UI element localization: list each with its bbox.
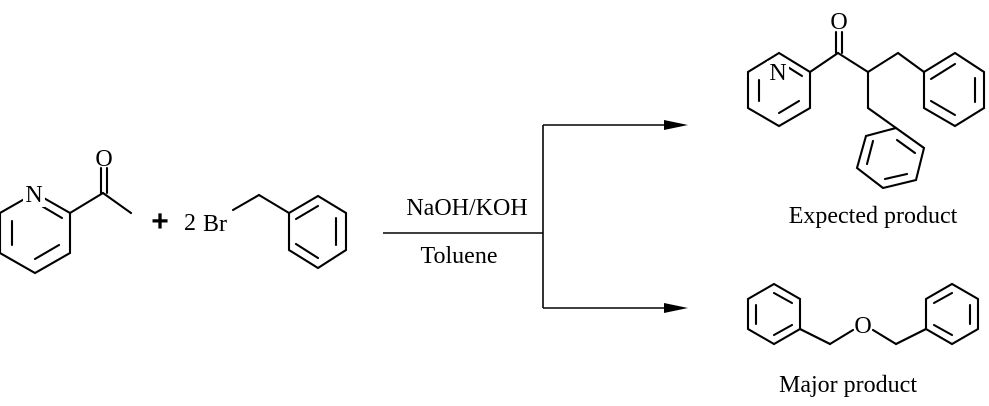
reactant-benzyl-bromide: Br bbox=[203, 193, 348, 270]
product-oxygen-label: O bbox=[830, 9, 847, 35]
reactant-2-acetylpyridine: N O bbox=[0, 146, 133, 275]
ether-oxygen-label: O bbox=[854, 313, 871, 339]
nitrogen-atom-label: N bbox=[25, 182, 42, 208]
oxygen-atom-label: O bbox=[95, 146, 112, 172]
solvent-condition: Toluene bbox=[421, 243, 498, 269]
plus-sign: + bbox=[151, 205, 169, 238]
bromine-atom-label: Br bbox=[203, 211, 227, 237]
product-nitrogen-label: N bbox=[769, 60, 786, 86]
expected-product-structure: N O bbox=[746, 9, 986, 190]
reaction-arrow bbox=[383, 120, 688, 313]
expected-product-label: Expected product bbox=[789, 203, 958, 229]
stoichiometric-coefficient: 2 bbox=[184, 210, 196, 236]
major-product-structure: O bbox=[746, 282, 980, 346]
major-product-label: Major product bbox=[779, 372, 917, 398]
reagent-condition: NaOH/KOH bbox=[406, 195, 527, 221]
